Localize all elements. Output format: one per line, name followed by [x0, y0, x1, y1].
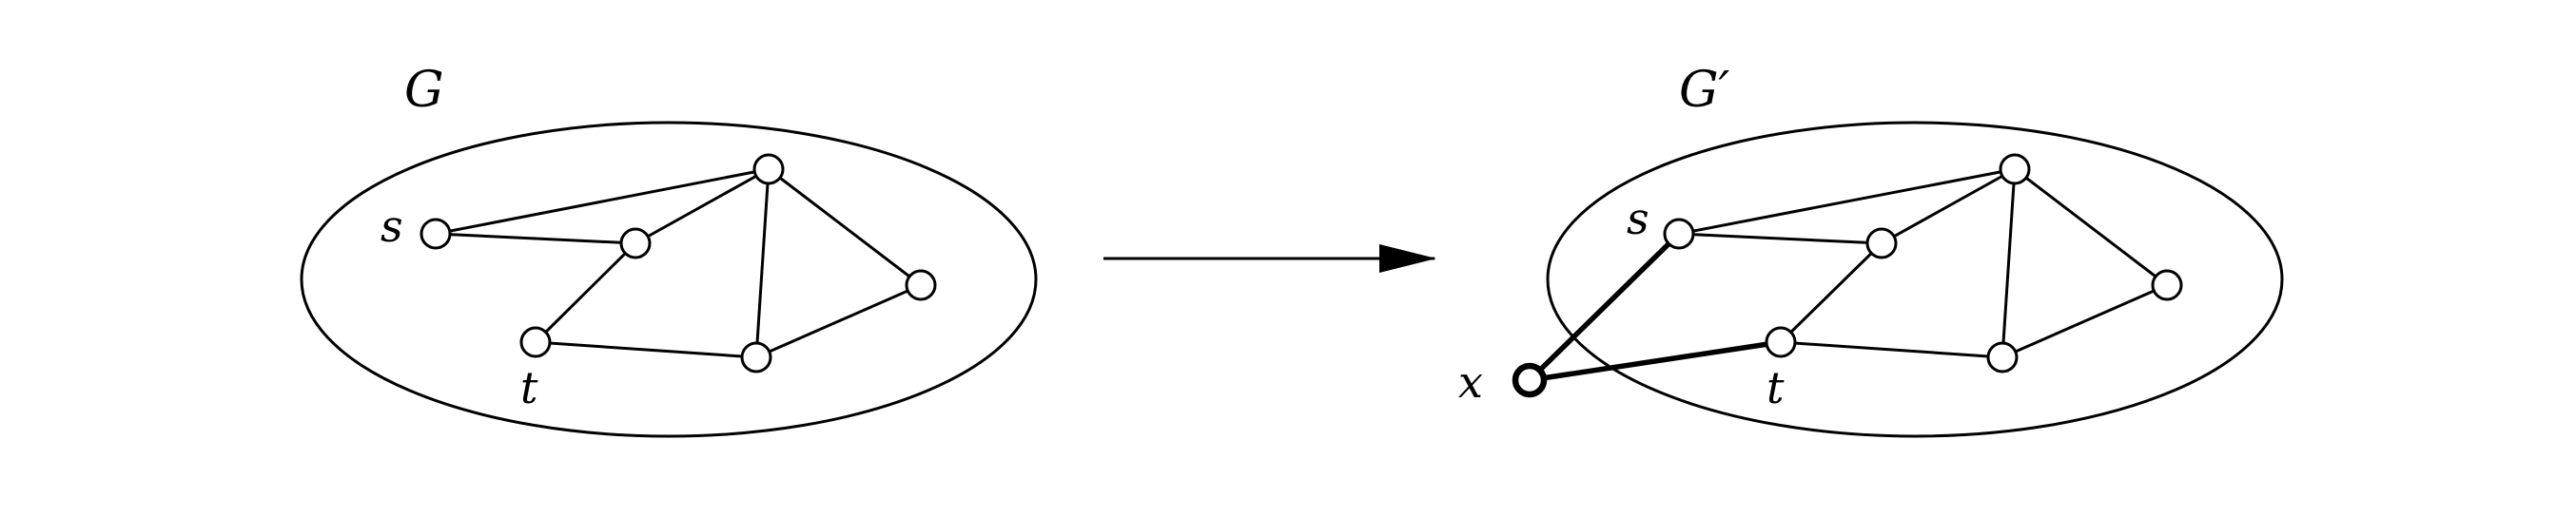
node-t — [519, 326, 552, 358]
edge-s-a — [435, 167, 770, 236]
edge-c-t — [534, 241, 637, 344]
node-e — [2151, 269, 2183, 301]
node-t-label: t — [520, 362, 538, 413]
graph-g-prime-boundary — [1546, 121, 2284, 438]
edge-c-t — [1779, 241, 1883, 344]
graph-g-prime-edges — [1678, 167, 2168, 359]
node-f — [740, 341, 772, 373]
edge-x-t — [1529, 339, 1782, 383]
graph-g-prime-new-edges — [1528, 232, 1782, 383]
node-s-label: s — [1627, 193, 1649, 244]
node-c — [1865, 227, 1898, 259]
graph-g-boundary — [300, 121, 1038, 438]
edge-a-f — [754, 168, 771, 358]
edge-t-f — [535, 340, 757, 359]
graph-g-prime: G′ s t x — [1458, 62, 2284, 438]
node-x-label: x — [1458, 356, 1483, 408]
edge-c-a — [634, 167, 770, 245]
edge-a-e — [2014, 167, 2168, 287]
edge-s-c — [1678, 232, 1883, 245]
node-a — [1999, 153, 2031, 185]
node-s — [420, 218, 452, 250]
edge-a-f — [2000, 168, 2017, 358]
edge-a-e — [768, 167, 922, 287]
node-s-label: s — [381, 201, 403, 252]
graph-g: G s t — [300, 62, 1038, 438]
graph-g-title: G — [404, 62, 444, 119]
graph-g-nodes — [420, 153, 937, 373]
edge-x-s — [1528, 232, 1681, 382]
graph-g-edges — [435, 167, 922, 359]
graph-g-prime-title: G′ — [1679, 62, 1730, 119]
node-s — [1663, 218, 1695, 250]
edge-c-a — [1881, 167, 2016, 245]
edge-t-f — [1780, 340, 2003, 359]
node-a — [752, 153, 785, 185]
edge-f-e — [2001, 283, 2168, 359]
node-e — [905, 269, 937, 301]
node-f — [1986, 341, 2019, 373]
node-x — [1512, 362, 1548, 398]
graph-g-prime-nodes — [1663, 153, 2183, 373]
node-t-label: t — [1766, 362, 1785, 413]
edge-s-a — [1678, 167, 2016, 236]
node-t — [1765, 326, 1797, 358]
edge-s-c — [435, 232, 636, 245]
edge-f-e — [755, 283, 922, 359]
node-c — [619, 227, 652, 259]
